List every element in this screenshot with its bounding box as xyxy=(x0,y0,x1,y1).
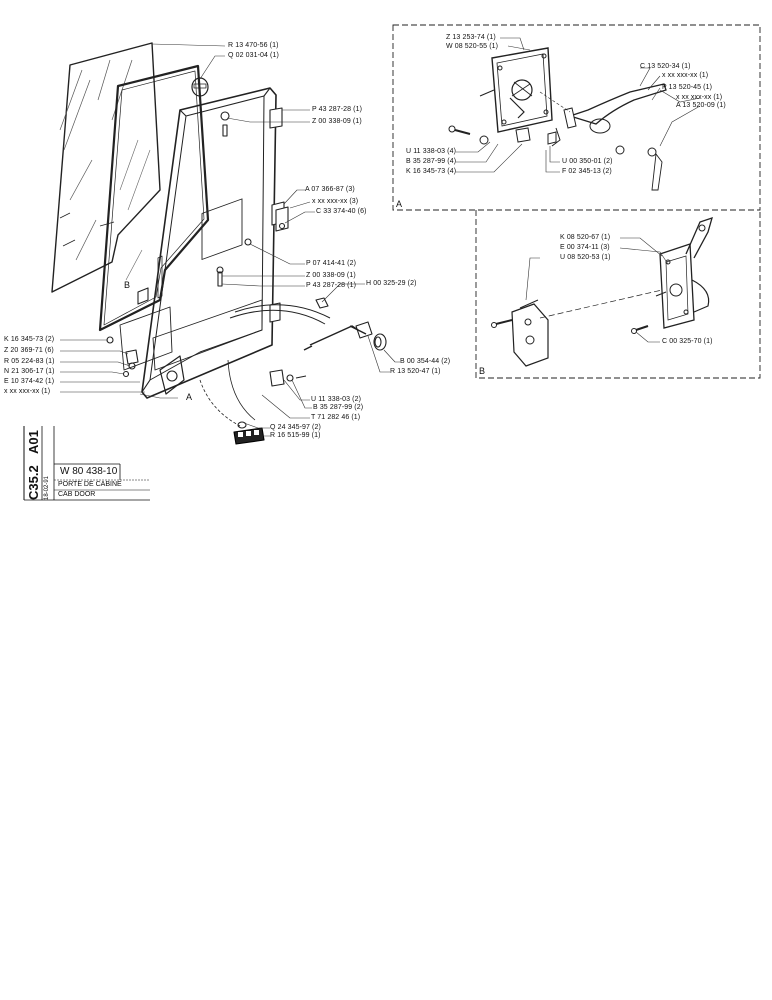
main-label: Z 20 369-71 (6) xyxy=(4,347,54,354)
detail-b-marker: B xyxy=(124,280,131,290)
main-label: U 11 338-03 (2) xyxy=(311,396,362,403)
detail-a-label: x xx xxx-xx (1) xyxy=(662,72,709,79)
detail-a-marker: A xyxy=(186,392,193,402)
detail-a-label: F 02 345-13 (2) xyxy=(562,168,612,175)
main-label: R 16 515-99 (1) xyxy=(270,432,321,439)
detail-b-label: K 08 520-67 (1) xyxy=(560,234,611,241)
detail-a-label: B 35 287-99 (4) xyxy=(406,158,457,165)
drawing-number: W 80 438-10 xyxy=(60,466,118,477)
main-small-parts xyxy=(106,77,387,445)
main-leader-lines xyxy=(60,43,400,437)
detail-a-label: Z 13 253-74 (1) xyxy=(446,34,496,41)
main-label: x xx xxx-xx (3) xyxy=(312,198,359,205)
main-label: B 00 354-44 (2) xyxy=(400,358,451,365)
main-label: T 71 282 46 (1) xyxy=(311,414,361,421)
detail-a-label: W 08 520-55 (1) xyxy=(446,43,499,50)
detail-b-label: U 08 520-53 (1) xyxy=(560,254,611,261)
main-label: Z 00 338-09 (1) xyxy=(306,272,356,279)
main-label: Q 24 345-97 (2) xyxy=(270,424,321,431)
main-label: A 07 366-87 (3) xyxy=(305,186,355,193)
detail-b-box xyxy=(475,210,761,379)
detail-a-box-letter: A xyxy=(396,199,403,209)
main-label: R 13 470-56 (1) xyxy=(228,42,279,49)
main-label: R 13 520-47 (1) xyxy=(390,368,441,375)
detail-a-box xyxy=(392,24,761,211)
detail-a-label: P 13 520-45 (1) xyxy=(662,84,713,91)
rubber-seal xyxy=(98,64,210,332)
detail-a-label: U 11 338-03 (4) xyxy=(406,148,457,155)
main-label: Q 02 031-04 (1) xyxy=(228,52,279,59)
main-label: B 35 287-99 (2) xyxy=(313,404,364,411)
main-label: K 16 345-73 (2) xyxy=(4,336,55,343)
main-label: E 10 374-42 (1) xyxy=(4,378,55,385)
section-code-a: A01 xyxy=(26,430,41,454)
detail-b-label: E 00 374-11 (3) xyxy=(560,244,610,251)
detail-a-label: A 13 520-09 (1) xyxy=(676,102,726,109)
detail-a-label: K 16 345-73 (4) xyxy=(406,168,457,175)
detail-a-label: U 00 350-01 (2) xyxy=(562,158,613,165)
title-french: PORTE DE CABINE xyxy=(58,481,122,488)
main-label: x xx xxx-xx (1) xyxy=(4,388,51,395)
main-label: Z 00 338-09 (1) xyxy=(312,118,362,125)
detail-b-box-letter: B xyxy=(479,366,486,376)
revision-date: 18-02-91 xyxy=(44,475,50,500)
main-label: P 43 287-28 (1) xyxy=(306,282,357,289)
detail-b-label: C 00 325-70 (1) xyxy=(662,338,713,345)
detail-a-label: C 13 520-34 (1) xyxy=(640,63,691,70)
glass-panel xyxy=(51,42,161,293)
title-english: CAB DOOR xyxy=(58,491,96,498)
title-block-frame xyxy=(23,426,150,501)
section-code-b: C35.2 xyxy=(26,465,41,500)
main-label: P 07 414-41 (2) xyxy=(306,260,357,267)
main-label: C 33 374-40 (6) xyxy=(316,208,367,215)
main-label: N 21 306-17 (1) xyxy=(4,368,55,375)
detail-a-label: x xx xxx-xx (1) xyxy=(676,94,723,101)
main-label: R 05 224-83 (1) xyxy=(4,358,55,365)
main-label: P 43 287-28 (1) xyxy=(312,106,363,113)
main-label: H 00 325-29 (2) xyxy=(366,280,417,287)
door-frame xyxy=(119,87,331,399)
